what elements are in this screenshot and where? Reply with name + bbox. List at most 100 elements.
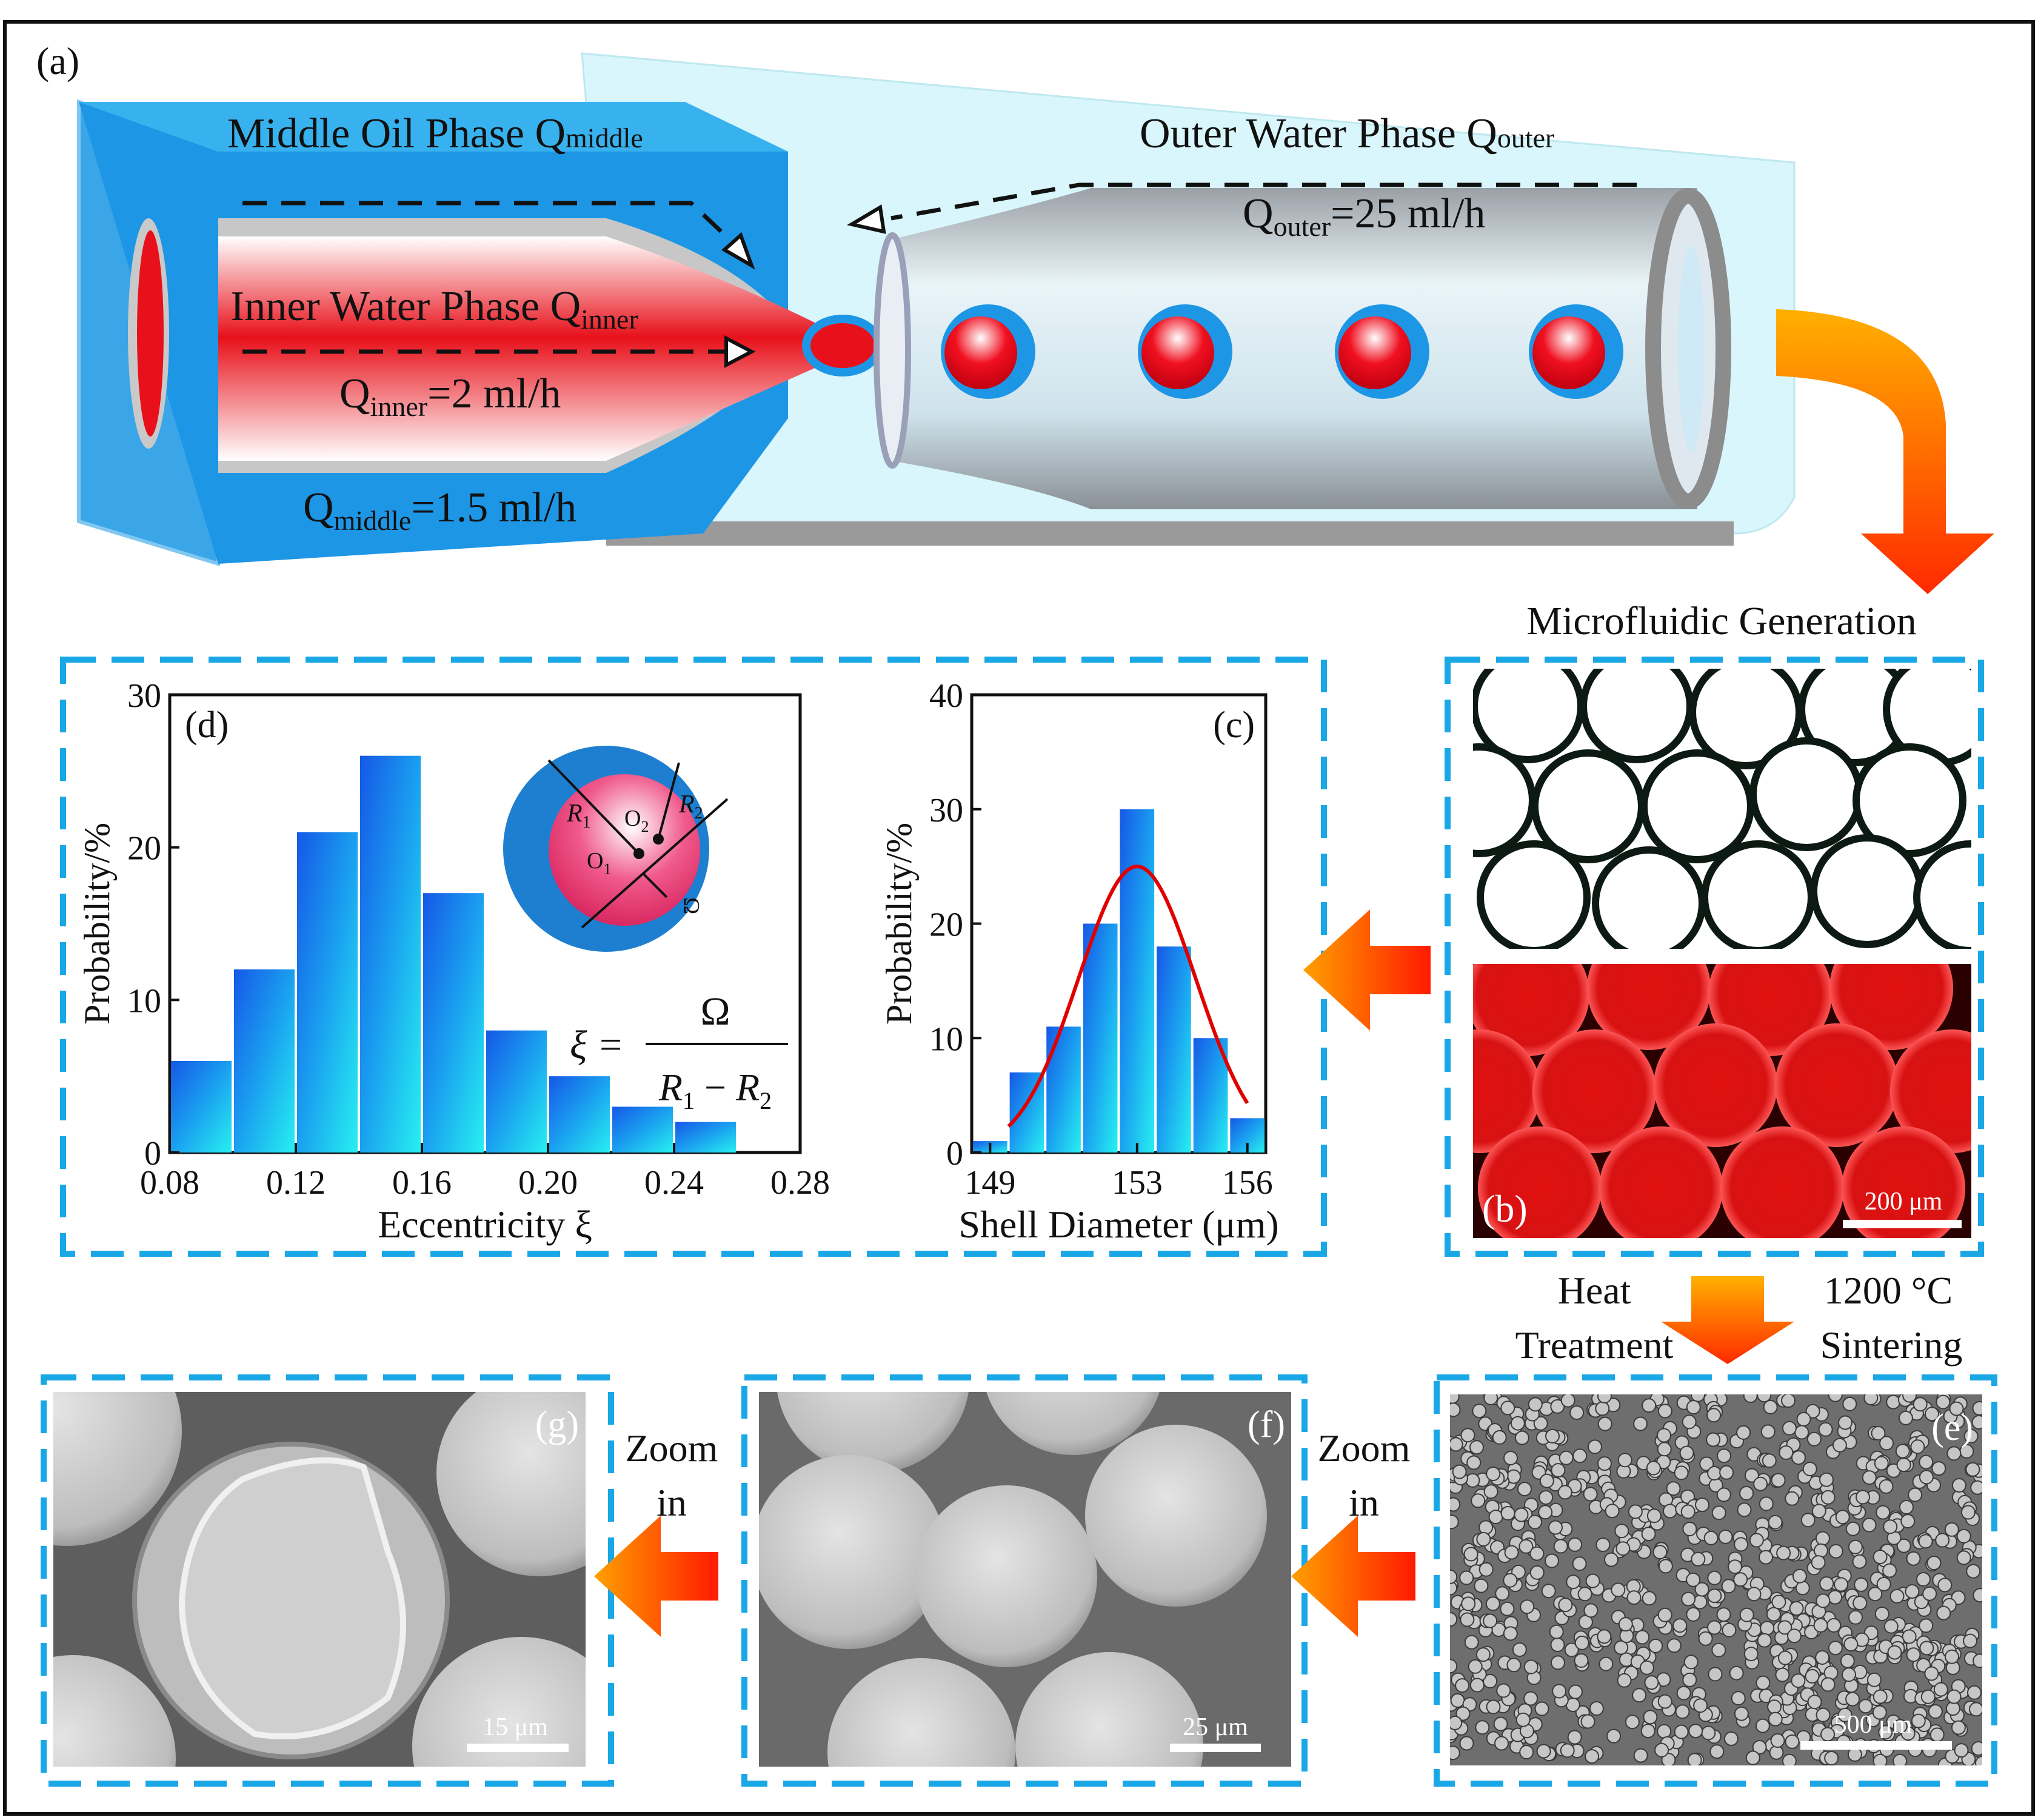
eccentricity-inset: R1 R2 O1 O2 Ω	[503, 746, 729, 952]
microsphere	[1769, 1745, 1784, 1760]
microsphere	[1585, 1749, 1600, 1764]
panel-label: (c)	[1213, 704, 1255, 746]
microsphere	[1791, 1450, 1806, 1465]
microsphere	[1734, 1706, 1749, 1721]
microsphere	[1737, 1502, 1752, 1517]
microsphere	[1826, 1618, 1842, 1633]
microsphere	[1572, 1448, 1588, 1464]
microsphere	[1838, 1415, 1853, 1430]
panel-b-scale-text: 200 μm	[1865, 1188, 1943, 1216]
microsphere	[1951, 1720, 1966, 1735]
microsphere	[1588, 1439, 1602, 1454]
microsphere	[1558, 1598, 1573, 1613]
microsphere	[1577, 1587, 1592, 1602]
panel-b-scale-bar	[1843, 1220, 1962, 1228]
microsphere	[1848, 1539, 1863, 1554]
microsphere	[1564, 1642, 1579, 1658]
collection-tube-entrance	[874, 232, 911, 469]
microsphere	[1641, 1527, 1656, 1542]
panel-f-scale-bar	[1170, 1744, 1261, 1752]
omega-line	[581, 798, 729, 929]
treatment-label: Treatment	[1515, 1323, 1674, 1367]
microsphere	[1617, 1453, 1632, 1468]
microsphere	[1500, 1506, 1515, 1521]
microsphere	[1550, 1638, 1565, 1652]
microsphere	[1973, 1588, 1982, 1603]
microsphere	[1686, 1400, 1701, 1415]
microsphere	[1682, 1672, 1697, 1687]
microsphere	[1816, 1593, 1831, 1608]
brightfield-shell	[1580, 669, 1694, 763]
microsphere	[1639, 1660, 1654, 1675]
microsphere	[1640, 1724, 1655, 1739]
microsphere	[1805, 1668, 1820, 1684]
sem-sphere	[1015, 1652, 1203, 1767]
microsphere	[1873, 1689, 1888, 1704]
microsphere	[1583, 1487, 1598, 1502]
microsphere	[1757, 1394, 1772, 1403]
microsphere	[1557, 1485, 1572, 1500]
microsphere	[1718, 1529, 1733, 1544]
microsphere	[1905, 1584, 1920, 1599]
box-e	[1434, 1374, 1997, 1787]
microsphere	[1615, 1541, 1631, 1556]
microsphere	[1883, 1519, 1898, 1534]
microsphere	[1492, 1430, 1507, 1445]
microsphere	[1752, 1740, 1767, 1755]
shell-inner-cavity	[178, 1457, 406, 1739]
microsphere	[1918, 1534, 1933, 1549]
microsphere	[1729, 1665, 1744, 1681]
microsphere	[1529, 1565, 1545, 1580]
microsphere	[1628, 1504, 1643, 1519]
microsphere	[1906, 1551, 1921, 1566]
microsphere	[1882, 1563, 1897, 1578]
inner-water-stream	[218, 236, 873, 461]
microsphere	[1920, 1689, 1936, 1704]
microsphere	[1533, 1416, 1548, 1431]
fluorescent-shell	[1720, 1126, 1844, 1238]
microsphere	[1534, 1701, 1549, 1716]
histogram-bar	[360, 755, 421, 1153]
microsphere	[1486, 1699, 1501, 1715]
microsphere	[1515, 1712, 1531, 1727]
microsphere	[1506, 1658, 1522, 1673]
microsphere	[1919, 1618, 1934, 1633]
microsphere	[1893, 1719, 1908, 1734]
middle-flow-arrow-line	[242, 201, 747, 256]
panel-f-label: (f)	[1248, 1404, 1285, 1445]
microsphere	[1450, 1715, 1463, 1730]
microsphere	[1971, 1415, 1982, 1430]
microsphere	[1657, 1442, 1672, 1457]
microsphere	[1474, 1578, 1489, 1593]
microsphere	[1701, 1725, 1716, 1741]
microsphere	[1450, 1394, 1460, 1404]
microsphere	[1813, 1543, 1828, 1558]
microsphere	[1545, 1553, 1559, 1568]
microsphere	[1813, 1618, 1828, 1633]
microsphere	[1483, 1484, 1498, 1499]
panel-f-scale-text: 25 μm	[1183, 1713, 1248, 1741]
microsphere	[1749, 1533, 1764, 1548]
microsphere	[1514, 1430, 1529, 1445]
microsphere	[1599, 1656, 1614, 1671]
droplet-train	[941, 304, 1623, 399]
microsphere	[1711, 1505, 1726, 1521]
microsphere	[1723, 1731, 1739, 1746]
r2-line	[657, 762, 680, 840]
microsphere	[1816, 1707, 1831, 1722]
x-tick-label: 0.28	[770, 1164, 830, 1202]
microsphere	[1908, 1487, 1923, 1502]
microsphere	[1753, 1476, 1768, 1491]
microsphere	[1648, 1638, 1663, 1653]
microsphere	[1496, 1683, 1511, 1698]
r1-line	[547, 759, 640, 855]
q-middle-label: Qmiddle=1.5 ml/h	[303, 484, 576, 536]
microsphere	[1666, 1481, 1681, 1496]
oil-block-top	[79, 102, 788, 152]
sem-sphere	[915, 1485, 1097, 1667]
microsphere	[1545, 1428, 1560, 1444]
microsphere	[1459, 1570, 1474, 1585]
histogram-bar	[1046, 1026, 1081, 1153]
histogram-bar	[423, 893, 484, 1153]
microsphere	[1450, 1569, 1458, 1584]
